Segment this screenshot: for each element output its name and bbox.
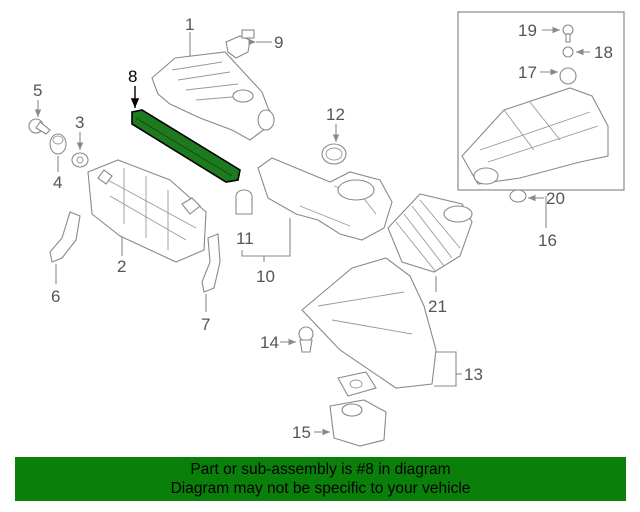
callout-7: 7 — [201, 315, 210, 334]
inset-box — [457, 11, 625, 191]
parts-diagram: 1 2 3 4 5 6 7 8 9 10 11 12 13 14 15 16 1… — [28, 11, 625, 447]
callout-10: 10 — [256, 267, 275, 286]
part-13-lower-duct[interactable] — [301, 257, 437, 389]
part-8-filter-element[interactable] — [131, 109, 241, 183]
part-2-air-cleaner-housing[interactable] — [87, 159, 207, 263]
callout-9: 9 — [274, 33, 283, 52]
callout-21: 21 — [428, 297, 447, 316]
part-18-washer[interactable] — [562, 46, 574, 58]
callout-20: 20 — [546, 189, 565, 208]
callout-2: 2 — [117, 257, 126, 276]
part-10-air-duct[interactable] — [257, 157, 393, 241]
callout-1: 1 — [185, 15, 194, 34]
callout-19: 19 — [518, 21, 537, 40]
part-16-assembly[interactable] — [461, 87, 609, 185]
callout-5: 5 — [33, 81, 42, 100]
part-14-retainer[interactable] — [298, 326, 314, 353]
part-19-bolt[interactable] — [562, 24, 574, 43]
callout-4: 4 — [53, 173, 62, 192]
part-15-resonator[interactable] — [329, 399, 387, 447]
callout-17: 17 — [518, 63, 537, 82]
part-21-bellows[interactable] — [387, 193, 473, 273]
callout-3: 3 — [75, 113, 84, 132]
part-20-clip[interactable] — [509, 189, 527, 203]
part-6-bracket[interactable] — [49, 211, 81, 263]
part-5-bolt[interactable] — [28, 118, 51, 135]
part-12-clamp[interactable] — [321, 143, 347, 165]
part-9-sensor[interactable] — [225, 29, 255, 59]
callout-8: 8 — [128, 67, 137, 86]
banner-line-2: Diagram may not be specific to your vehi… — [170, 480, 471, 497]
part-3-bushing[interactable] — [71, 152, 89, 168]
callout-14: 14 — [260, 333, 279, 352]
callout-16: 16 — [538, 231, 557, 250]
callout-11: 11 — [236, 229, 254, 248]
part-13-mount — [337, 371, 377, 397]
part-1-air-cleaner-cover[interactable] — [151, 51, 275, 141]
info-banner: Part or sub-assembly is #8 in diagram Di… — [15, 457, 626, 501]
callout-13: 13 — [464, 365, 483, 384]
part-4-grommet[interactable] — [49, 133, 67, 155]
part-17-grommet[interactable] — [559, 67, 577, 85]
banner-line-1: Part or sub-assembly is #8 in diagram — [190, 461, 451, 478]
part-11-hose[interactable] — [235, 189, 253, 215]
part-7-bracket[interactable] — [201, 233, 221, 293]
callout-15: 15 — [292, 423, 311, 442]
callout-12: 12 — [326, 105, 345, 124]
callout-18: 18 — [594, 43, 613, 62]
callout-6: 6 — [51, 287, 60, 306]
